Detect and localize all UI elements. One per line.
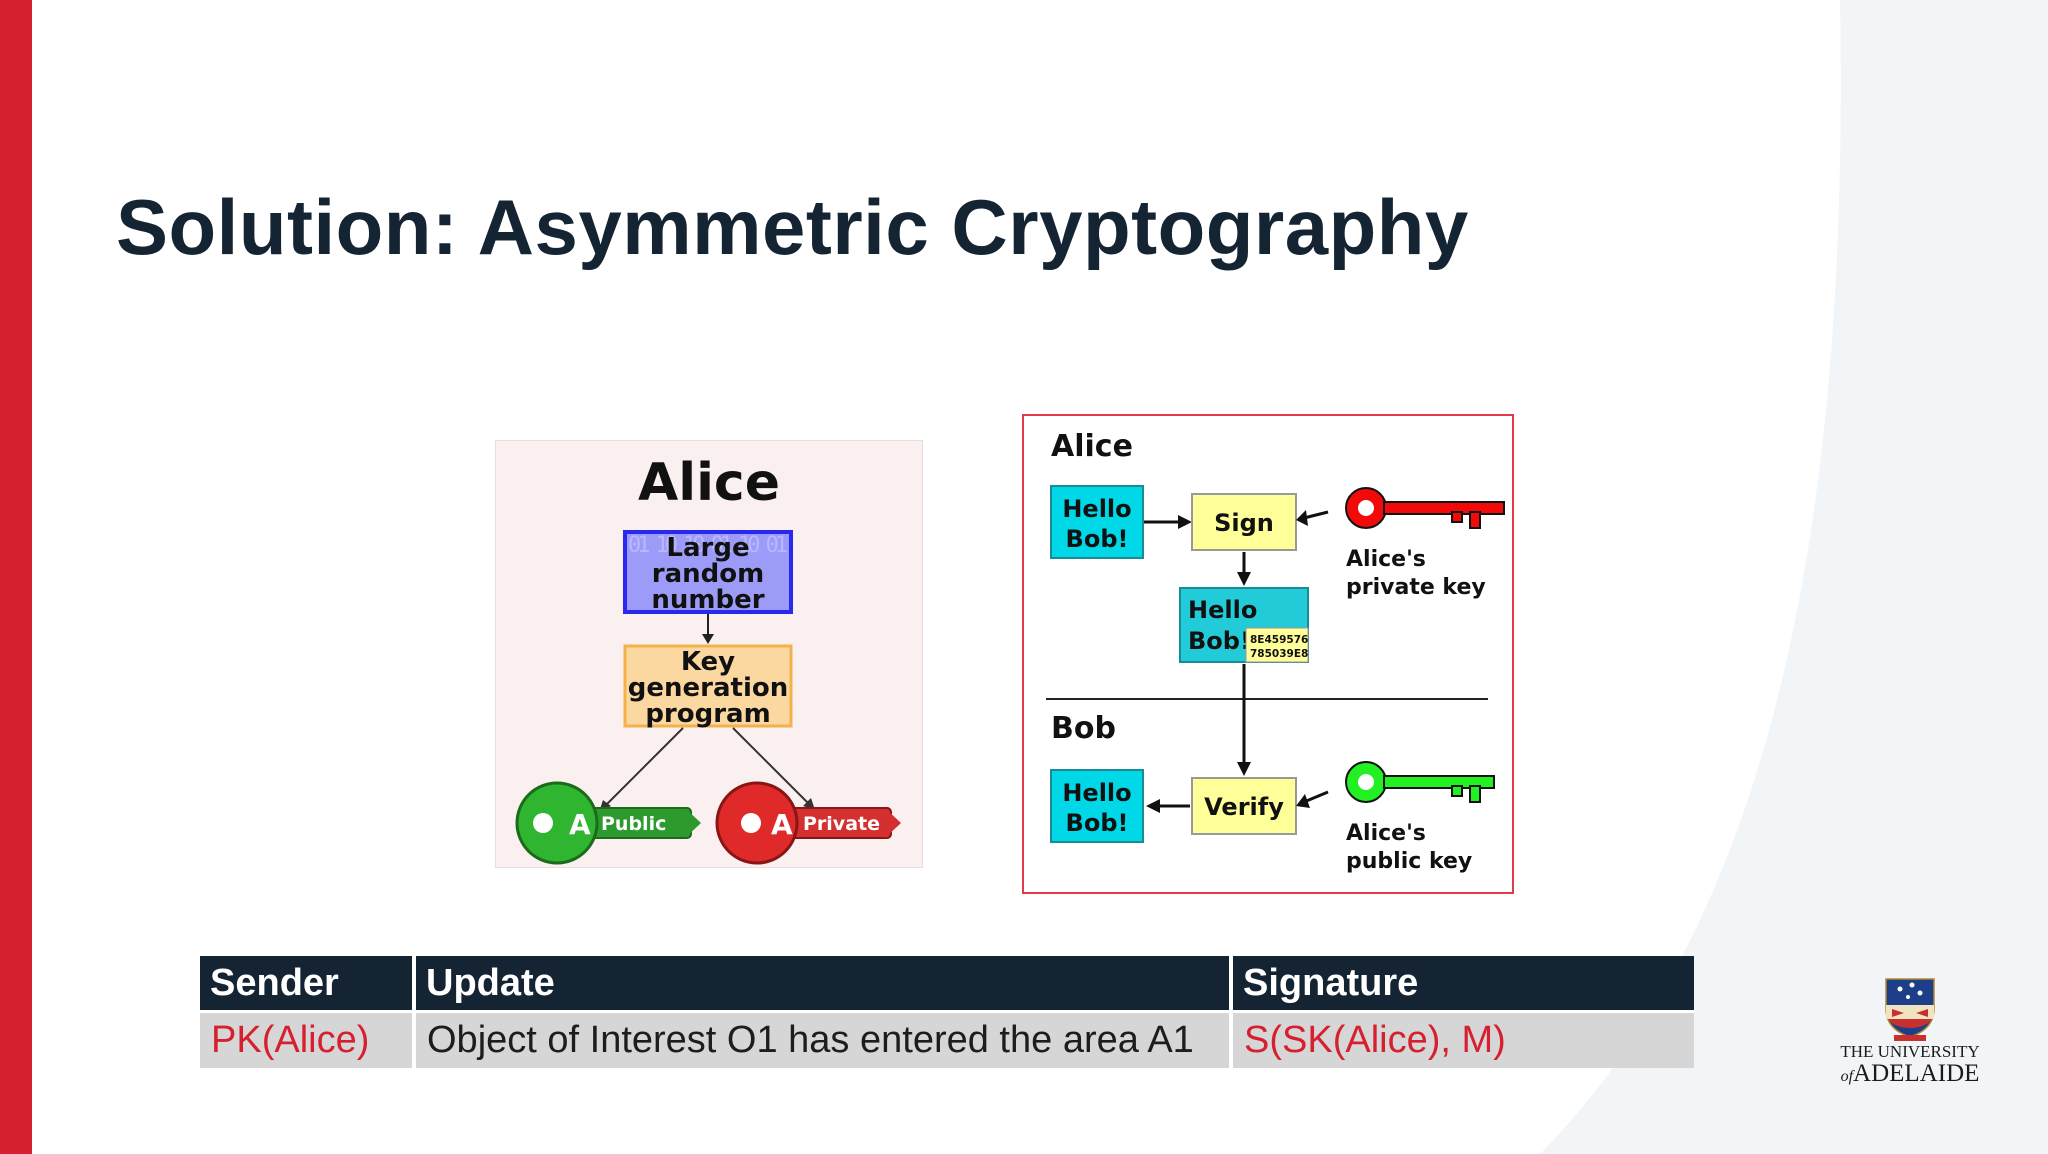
svg-text:ofADELAIDE: ofADELAIDE (1841, 1060, 1980, 1087)
diagram-title-alice: Alice (638, 453, 780, 513)
cell-signature: S(SK(Alice), M) (1233, 1013, 1694, 1068)
svg-text:Sign: Sign (1214, 509, 1274, 537)
cell-update: Object of Interest O1 has entered the ar… (416, 1013, 1233, 1068)
accent-bar (0, 0, 32, 1154)
alice-public-key-icon (1345, 761, 1495, 803)
university-logo: THE UNIVERSITY ofADELAIDE (1830, 975, 1990, 1087)
box1-line3: number (651, 585, 764, 615)
svg-text:Bob!: Bob! (1066, 809, 1129, 837)
box2-line1: Key (681, 647, 735, 677)
sign-box (1191, 493, 1297, 551)
box2-line3: program (645, 699, 770, 729)
logo-line2-prefix: of (1841, 1068, 1856, 1085)
svg-text:private key: private key (1346, 575, 1486, 600)
private-key-label: Private (803, 813, 880, 835)
slide-title: Solution: Asymmetric Cryptography (116, 183, 1469, 271)
green-key-icon (515, 781, 701, 865)
svg-text:Alice's: Alice's (1346, 821, 1426, 846)
public-key-letter: A (569, 808, 591, 841)
public-key-label: Public (601, 813, 666, 835)
box2-line2: generation (628, 673, 788, 703)
alice-section-label: Alice (1051, 429, 1133, 464)
svg-text:Alice's: Alice's (1346, 547, 1426, 572)
table-row: PK(Alice) Object of Interest O1 has ente… (200, 1013, 1694, 1068)
svg-text:Hello: Hello (1062, 779, 1131, 807)
private-key-letter: A (771, 808, 793, 841)
alice-message-box (1050, 485, 1144, 559)
bob-section-label: Bob (1051, 711, 1116, 746)
red-key-icon (715, 781, 901, 865)
key-generation-diagram: Alice 01 10 10 01 10 01 Large random num… (495, 440, 923, 868)
random-number-box (623, 530, 793, 614)
key-generation-box (623, 644, 793, 728)
bob-message-box (1050, 769, 1144, 843)
svg-text:785039E8: 785039E8 (1250, 648, 1308, 660)
table-header-row: Sender Update Signature (200, 956, 1694, 1013)
svg-text:Verify: Verify (1204, 793, 1284, 821)
verify-box (1191, 777, 1297, 835)
svg-text:Hello: Hello (1188, 596, 1257, 624)
header-signature: Signature (1233, 956, 1694, 1013)
alice-private-key-icon (1345, 487, 1505, 529)
cell-sender: PK(Alice) (200, 1013, 416, 1068)
svg-text:public key: public key (1346, 849, 1472, 874)
box1-line1: Large (666, 533, 749, 563)
signature-hex-box (1245, 627, 1309, 663)
logo-line2: ADELAIDE (1853, 1060, 1979, 1087)
header-update: Update (416, 956, 1233, 1013)
box1-line2: random (652, 559, 764, 589)
svg-text:Hello: Hello (1062, 495, 1131, 523)
random-number-bg-digits: 01 10 10 01 10 01 (628, 533, 788, 558)
message-table: Sender Update Signature PK(Alice) Object… (200, 956, 1694, 1068)
header-sender: Sender (200, 956, 416, 1013)
university-crest-icon: THE UNIVERSITY ofADELAIDE (1840, 978, 1980, 1087)
svg-text:Bob!: Bob! (1188, 627, 1251, 655)
sign-verify-diagram: Alice Hello Bob! Sign Alice's private ke… (1022, 414, 1514, 894)
svg-text:Bob!: Bob! (1066, 525, 1129, 553)
logo-line1: THE UNIVERSITY (1840, 1042, 1979, 1061)
svg-text:8E459576: 8E459576 (1250, 634, 1308, 646)
